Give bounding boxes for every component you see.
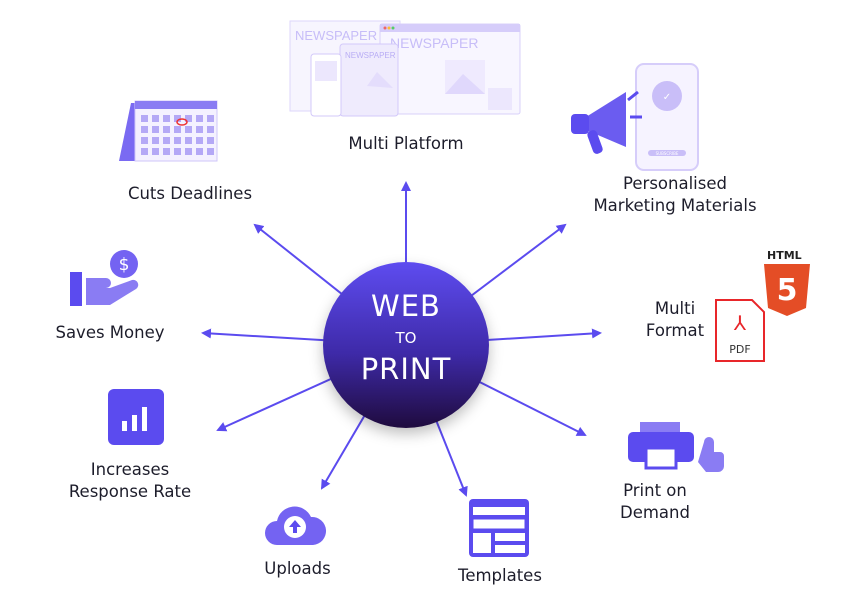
label-line: Demand bbox=[620, 503, 690, 522]
bar-chart-icon bbox=[108, 389, 164, 445]
svg-text:NEWSPAPER: NEWSPAPER bbox=[295, 28, 377, 43]
svg-text:⅄: ⅄ bbox=[733, 311, 747, 335]
label-saves-money: Saves Money bbox=[55, 323, 165, 342]
cloud-upload-icon bbox=[265, 506, 327, 545]
web-to-print-hub: WEB TO PRINT bbox=[323, 262, 489, 428]
template-layout-icon bbox=[469, 499, 529, 557]
hub-line-1: WEB bbox=[371, 289, 441, 323]
label-line: Multi bbox=[654, 299, 696, 318]
label-line: Marketing Materials bbox=[593, 196, 757, 215]
label-templates: Templates bbox=[458, 566, 542, 585]
label-uploads: Uploads bbox=[264, 559, 331, 578]
svg-text:SUBSCRIBE: SUBSCRIBE bbox=[656, 151, 679, 156]
label-multi-format: Multi Format bbox=[640, 298, 710, 342]
label-multi-platform: Multi Platform bbox=[348, 134, 464, 153]
svg-text:NEWSPAPER: NEWSPAPER bbox=[390, 35, 478, 51]
svg-text:HTML: HTML bbox=[767, 249, 802, 262]
label-response-rate: Increases Response Rate bbox=[50, 459, 210, 503]
svg-text:✓: ✓ bbox=[663, 92, 671, 103]
svg-text:$: $ bbox=[119, 255, 130, 275]
printer-icon bbox=[628, 422, 724, 472]
label-personalised-marketing: Personalised Marketing Materials bbox=[575, 173, 775, 217]
newspaper-devices-icon: NEWSPAPER NEWSPAPER NEWSPAPER bbox=[289, 20, 521, 117]
label-cuts-deadlines: Cuts Deadlines bbox=[127, 184, 253, 203]
svg-text:NEWSPAPER: NEWSPAPER bbox=[345, 51, 396, 60]
hub-line-3: PRINT bbox=[360, 352, 452, 386]
megaphone-phone-icon: ✓ SUBSCRIBE bbox=[571, 63, 699, 171]
svg-text:PDF: PDF bbox=[729, 343, 750, 356]
label-line: Personalised bbox=[623, 174, 727, 193]
hub-line-2: TO bbox=[395, 329, 417, 347]
label-line: Increases bbox=[90, 460, 170, 479]
label-print-on-demand: Print on Demand bbox=[610, 480, 700, 524]
html-pdf-icon: HTML 5 ⅄ PDF bbox=[715, 249, 810, 362]
svg-text:5: 5 bbox=[777, 273, 798, 308]
calendar-icon bbox=[119, 100, 218, 162]
label-line: Format bbox=[645, 321, 705, 340]
label-line: Print on bbox=[623, 481, 687, 500]
hand-dollar-icon: $ bbox=[70, 250, 139, 306]
label-line: Response Rate bbox=[68, 482, 192, 501]
